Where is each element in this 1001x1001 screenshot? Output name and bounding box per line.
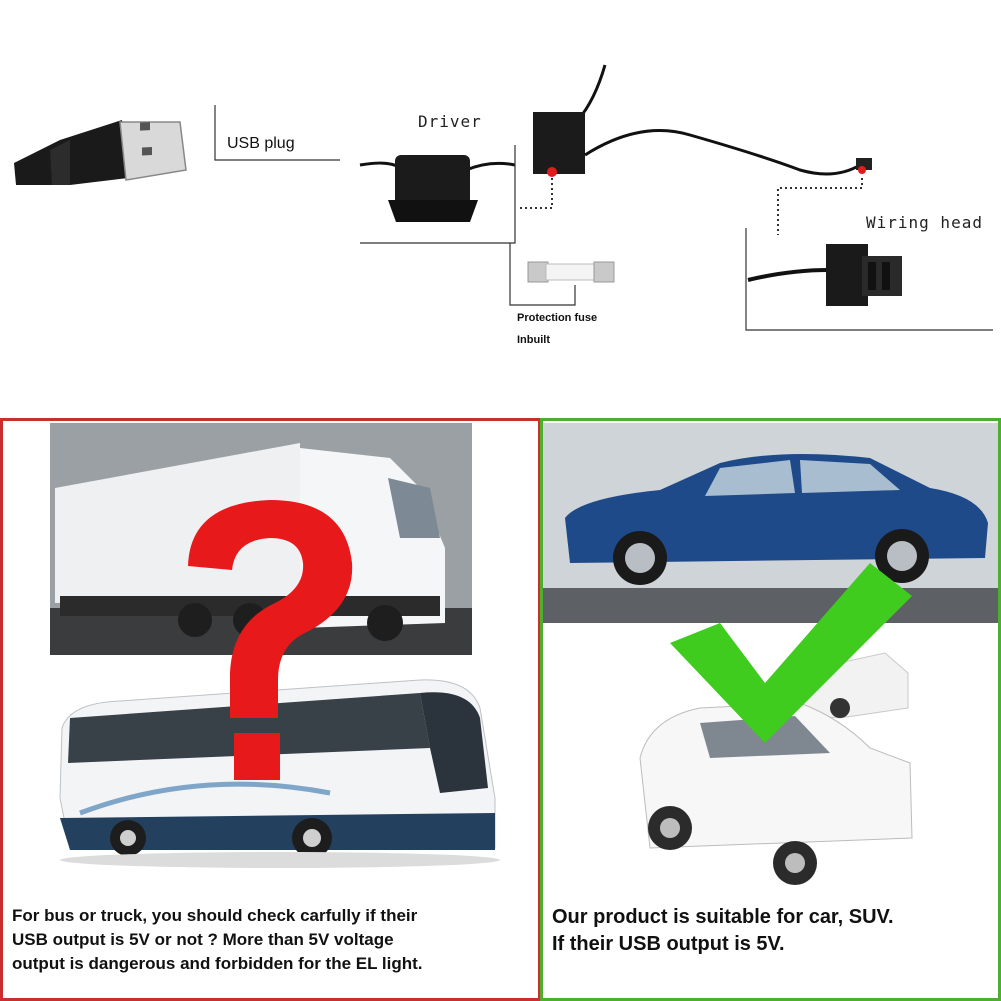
fuse-illustration [527, 261, 615, 283]
inbuilt-label: Inbuilt [517, 334, 550, 346]
wiring-head-label: Wiring head [866, 213, 983, 232]
bus-truck-illustration [50, 423, 500, 868]
driver-label: Driver [418, 112, 482, 131]
car-suv-caption: Our product is suitable for car, SUV. If… [552, 904, 992, 958]
protection-fuse-label: Protection fuse [517, 312, 598, 324]
controller-module-illustration [533, 64, 872, 177]
car-suv-illustration [543, 423, 998, 885]
caption-line: If their USB output is 5V. [552, 933, 785, 955]
diagram-drawing [14, 64, 993, 331]
question-mark-icon [188, 500, 353, 780]
wiring-head-illustration [747, 244, 902, 306]
usb-plug-illustration [14, 120, 187, 185]
caption-line: USB output is 5V or not ? More than 5V v… [12, 930, 394, 949]
check-mark-icon [670, 563, 912, 743]
sedan-photo [543, 423, 998, 623]
driver-illustration [359, 155, 516, 222]
caption-line: For bus or truck, you should check carfu… [12, 906, 418, 925]
caption-line: Our product is suitable for car, SUV. [552, 906, 894, 928]
caption-line: output is dangerous and forbidden for th… [12, 954, 423, 973]
bus-truck-caption: For bus or truck, you should check carfu… [12, 904, 532, 976]
usb-plug-label: USB plug [227, 135, 295, 152]
